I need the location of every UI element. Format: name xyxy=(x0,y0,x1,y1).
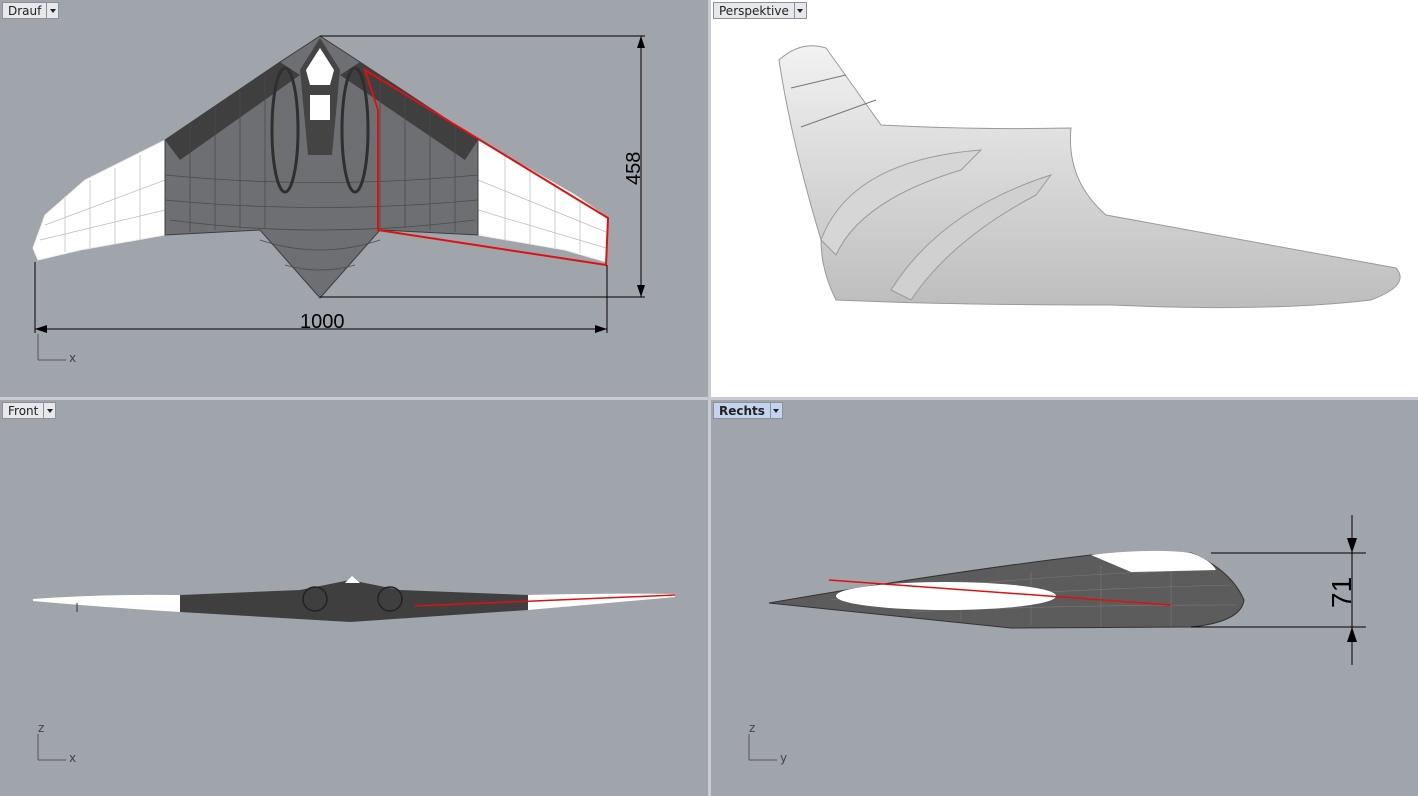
selected-edge-side xyxy=(828,579,1172,606)
left-wing-front xyxy=(33,594,180,612)
dimension-lines xyxy=(34,35,645,333)
left-wingtip-wireframe xyxy=(32,139,166,261)
viewport-front[interactable]: z x Front xyxy=(0,400,708,796)
tab-rechts[interactable]: Rechts xyxy=(713,402,783,419)
perspective-view-canvas[interactable] xyxy=(711,0,1418,397)
right-leading-edge xyxy=(340,62,478,160)
dimension-arrows-side xyxy=(1347,538,1357,642)
front-view-canvas[interactable]: z x xyxy=(0,400,708,796)
axis-y-label: y xyxy=(780,751,787,765)
left-nacelle xyxy=(270,66,300,194)
viewport-label: Front xyxy=(8,403,39,418)
dropdown-icon[interactable] xyxy=(43,403,55,418)
right-engine-rendered xyxy=(890,174,1053,301)
canopy-front xyxy=(345,576,360,583)
right-nacelle xyxy=(340,66,370,194)
tab-drauf[interactable]: Drauf xyxy=(2,2,60,19)
axis-indicator-icon: z x xyxy=(37,721,76,765)
right-view-canvas[interactable]: 71 z y xyxy=(711,400,1418,796)
right-engine-front xyxy=(377,586,403,612)
body-grid xyxy=(164,75,479,271)
tab-front[interactable]: Front xyxy=(2,402,57,419)
viewport-right[interactable]: 71 z y Rechts xyxy=(711,400,1418,796)
right-wingtip-wireframe xyxy=(477,139,609,263)
left-leading-edge xyxy=(165,62,300,160)
axis-indicator-icon: z y xyxy=(748,721,787,765)
tab-perspektive[interactable]: Perspektive xyxy=(713,2,807,19)
dimension-arrows xyxy=(35,36,645,333)
axis-z-label: z xyxy=(38,721,44,735)
right-wing-front xyxy=(528,593,675,610)
wing-section-side xyxy=(836,582,1056,610)
viewport-perspective[interactable]: Perspektive xyxy=(711,0,1418,397)
dimension-depth-label: 458 xyxy=(623,152,645,185)
dropdown-icon[interactable] xyxy=(46,3,58,18)
selected-wing-outline xyxy=(363,67,610,267)
center-body-front xyxy=(180,580,528,622)
dropdown-icon[interactable] xyxy=(769,403,782,418)
right-wingtip-grid xyxy=(477,155,607,253)
viewport-label: Perspektive xyxy=(719,3,789,18)
axis-x-label: x xyxy=(69,751,76,765)
dropdown-icon[interactable] xyxy=(793,3,806,18)
viewport-top[interactable]: 1000 458 x Drauf xyxy=(0,0,708,397)
axis-z-label: z xyxy=(749,721,755,735)
canopy-rear xyxy=(310,95,330,120)
selected-edge-front xyxy=(414,594,676,607)
rendered-aircraft xyxy=(778,45,1401,309)
axis-x-label: x xyxy=(69,351,76,365)
left-engine-front xyxy=(302,586,328,612)
top-view-canvas[interactable]: 1000 458 x xyxy=(0,0,708,397)
axis-indicator-icon: x xyxy=(37,334,76,365)
left-engine-rendered xyxy=(820,149,983,256)
viewport-label: Drauf xyxy=(8,3,42,18)
dimension-width-label: 1000 xyxy=(300,311,345,333)
canopy xyxy=(306,48,334,85)
viewport-label: Rechts xyxy=(719,403,765,418)
dimension-height-label: 71 xyxy=(1326,577,1357,608)
canopy-side xyxy=(1091,550,1216,572)
left-wingtip-grid xyxy=(39,155,166,252)
